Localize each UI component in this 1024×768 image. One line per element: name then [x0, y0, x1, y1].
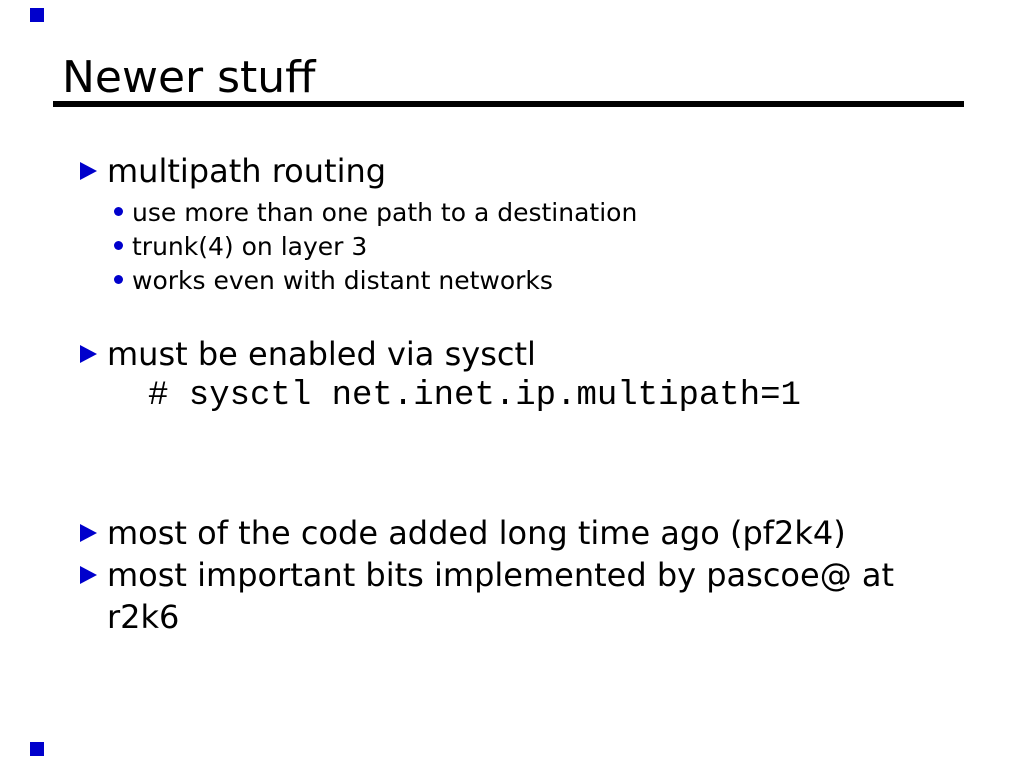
section-history: most of the code added long time ago (pf… — [0, 512, 1024, 638]
bullet-triangle-icon — [80, 524, 97, 542]
bullet-triangle-icon — [80, 345, 97, 363]
page-title: Newer stuff — [62, 52, 316, 103]
bullet-dot-icon — [114, 275, 123, 284]
bullet-triangle-icon — [80, 566, 97, 584]
sub-bullet-item-label: works even with distant networks — [132, 266, 553, 295]
sub-bullet-item: trunk(4) on layer 3 — [0, 230, 1024, 264]
bullet-item: most important bits implemented by pasco… — [0, 554, 1024, 638]
section-sysctl: must be enabled via sysctl # sysctl net.… — [0, 333, 1024, 416]
section-multipath-routing: multipath routing use more than one path… — [0, 150, 1024, 298]
bullet-item-label: multipath routing — [107, 152, 387, 190]
sub-bullet-item: works even with distant networks — [0, 264, 1024, 298]
sub-bullet-item-label: trunk(4) on layer 3 — [132, 232, 368, 261]
corner-square-bottom-left-icon — [30, 742, 44, 756]
bullet-dot-icon — [114, 241, 123, 250]
bullet-item: must be enabled via sysctl — [0, 333, 1024, 375]
bullet-item-label: most important bits implemented by pasco… — [107, 556, 895, 636]
bullet-item: most of the code added long time ago (pf… — [0, 512, 1024, 554]
sysctl-command-text: # sysctl net.inet.ip.multipath=1 — [148, 377, 801, 415]
sub-bullet-list: use more than one path to a destination … — [0, 196, 1024, 298]
sub-bullet-item-label: use more than one path to a destination — [132, 198, 638, 227]
bullet-dot-icon — [114, 207, 123, 216]
bullet-triangle-icon — [80, 162, 97, 180]
sub-bullet-item: use more than one path to a destination — [0, 196, 1024, 230]
corner-square-top-left-icon — [30, 8, 44, 22]
bullet-item: multipath routing — [0, 150, 1024, 192]
bullet-item-label: must be enabled via sysctl — [107, 335, 536, 373]
bullet-item-label: most of the code added long time ago (pf… — [107, 514, 846, 552]
title-underline — [53, 101, 964, 107]
